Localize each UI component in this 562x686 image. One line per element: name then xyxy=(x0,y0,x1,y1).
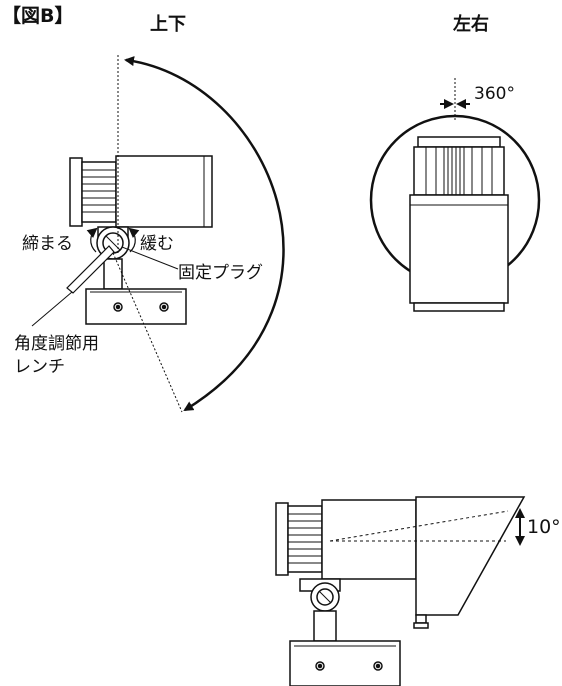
tighten-arrow xyxy=(86,227,98,253)
offset-view-projector xyxy=(275,496,526,686)
loosen-label: 緩む xyxy=(140,234,174,254)
fixing-plug-leader xyxy=(121,246,179,270)
wrench-label-line1: 角度調節用 xyxy=(14,334,99,354)
loosen-arrow xyxy=(128,227,140,253)
pan-angle-label: 360° xyxy=(474,84,515,104)
tilt-range-arc xyxy=(124,56,285,412)
wrench-leader xyxy=(31,291,73,327)
heading-tilt: 上下 xyxy=(150,14,186,35)
tilt-axis-diagonal xyxy=(112,252,183,413)
tilted-reference-line xyxy=(329,510,509,542)
offset-angle-label: 10° xyxy=(527,516,561,538)
tighten-label: 締まる xyxy=(22,234,73,254)
fixing-plug-label: 固定プラグ xyxy=(178,263,263,283)
heading-pan: 左右 xyxy=(453,13,489,35)
wrench-label-line2: レンチ xyxy=(14,357,65,377)
figure-label: 【図B】 xyxy=(2,4,73,27)
pan-view-projector xyxy=(409,136,509,312)
